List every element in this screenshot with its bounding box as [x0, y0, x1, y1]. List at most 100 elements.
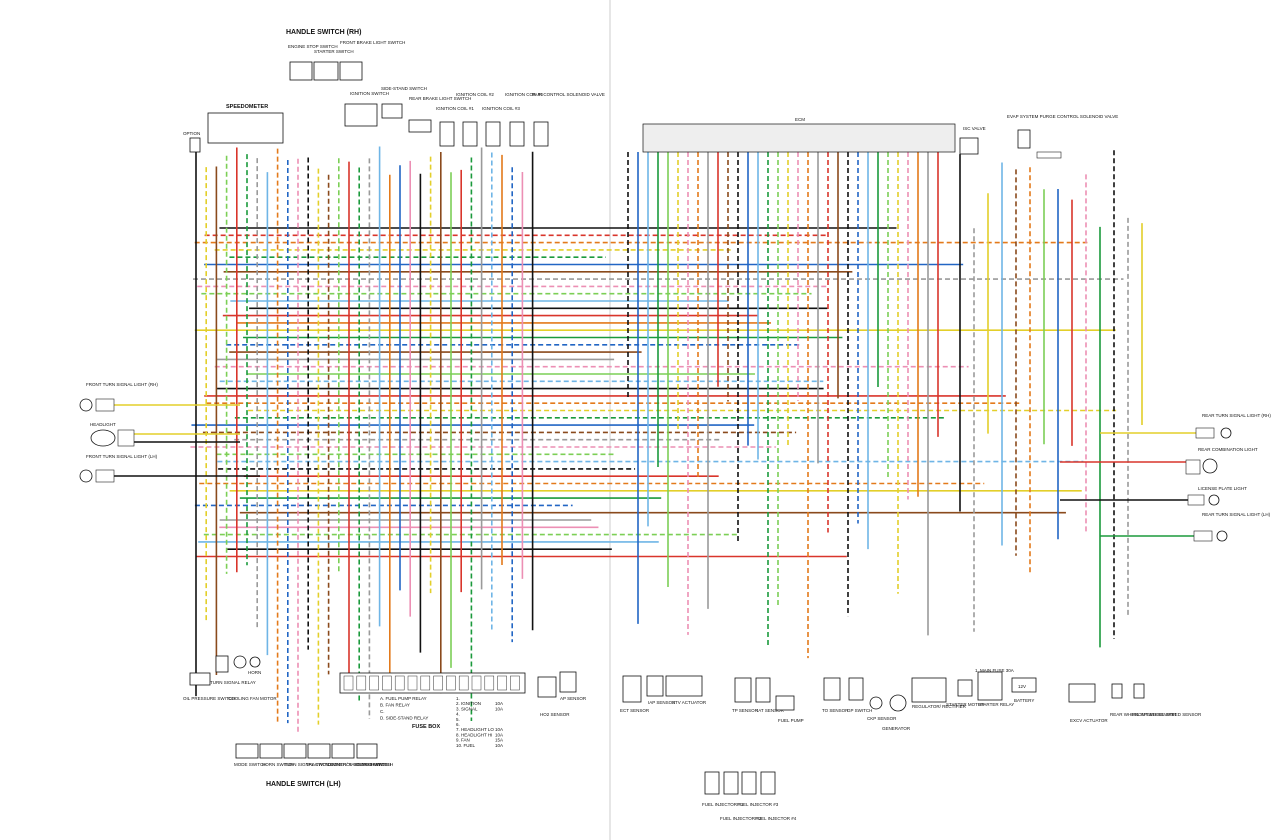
starter-motor-label: STARTER MOTOR	[946, 702, 985, 707]
ap-sensor-label: AP SENSOR	[560, 696, 587, 701]
fuse-list-item: 5.	[456, 717, 460, 722]
ignition-switch-box	[344, 103, 378, 127]
fuel-pump-box	[775, 695, 795, 711]
fuse-list-item: 4.	[456, 712, 460, 717]
tp-sensor-label: TP SENSOR	[732, 708, 759, 713]
fuel-injector-1-box	[704, 771, 720, 795]
fuse-cell	[394, 675, 405, 691]
starter-switch-box	[313, 61, 339, 81]
front-brake-light-switch-label: FRONT BRAKE LIGHT SWITCH	[340, 40, 405, 45]
rear-brake-light-switch-box	[408, 119, 432, 133]
tp-sensor-box	[734, 677, 752, 703]
rear-turn-rh-lamp	[1220, 427, 1232, 439]
oil-pressure-switch-label: OIL PRESSURE SWITCH	[183, 696, 235, 701]
fuse-box-block	[339, 672, 526, 694]
dimmer-passing-switch-box	[331, 743, 355, 759]
license-plate-lamp	[1208, 494, 1220, 506]
battery-label: BATTERY	[1014, 698, 1034, 703]
front-wheel-speed-sensor-box	[1133, 683, 1145, 699]
engine-stop-switch-label: ENGINE STOP SWITCH	[288, 44, 338, 49]
fuse-cell	[433, 675, 443, 691]
rear-turn-lh-connector	[1193, 530, 1213, 542]
headlight-lamp	[90, 429, 116, 447]
fuse-list-item: 8. HEADLIGHT HI	[456, 732, 492, 737]
fuse-box-label: FUSE BOX	[412, 724, 440, 730]
turn-signal-relay-box	[215, 655, 229, 673]
speedometer-label: SPEEDOMETER	[226, 104, 268, 110]
iap-sensor-box	[646, 675, 664, 697]
fuse-cell	[510, 675, 520, 691]
pair-valve-box	[533, 121, 549, 147]
gp-switch-label: GP SWITCH	[847, 708, 872, 713]
exhaust-actuator-box	[1068, 683, 1096, 703]
handle-switch-rh-title: HANDLE SWITCH (RH)	[286, 29, 361, 36]
battery-voltage: 12V	[1018, 684, 1026, 689]
front-brake-light-switch-box	[339, 61, 363, 81]
front-turn-rh-lamp	[79, 398, 93, 412]
fuse-list-item: 3. SIGNAL	[456, 706, 478, 711]
rear-combination-light-lamp	[1202, 458, 1218, 474]
fuse-cell	[369, 675, 379, 691]
fuse-list-item: 7. HEADLIGHT LO	[456, 727, 494, 732]
front-turn-lh-label: FRONT TURN SIGNAL LIGHT (LH)	[86, 454, 158, 459]
fuse-list-item: 9. FAN	[456, 738, 470, 743]
fuse-rating: 10A	[495, 706, 503, 711]
fuse-cell	[420, 675, 431, 691]
evap-label: EVAP SYSTEM PURGE CONTROL SOLENOID VALVE	[1007, 114, 1118, 119]
isc-valve-label: ISC VALVE	[963, 126, 986, 131]
ckp-sensor-label: CKP SENSOR	[867, 716, 897, 721]
ignition-coil-1-label: IGNITION COIL #1	[436, 106, 474, 111]
evap-connector	[1036, 151, 1062, 159]
horn-label: HORN	[248, 670, 261, 675]
ignition-coil-3-label: IGNITION COIL #3	[482, 106, 520, 111]
headlight-connector	[117, 429, 135, 447]
horn-switch-box	[259, 743, 283, 759]
license-plate-light-label: LICENSE PLATE LIGHT	[1198, 486, 1247, 491]
fuel-pump-label: FUEL PUMP	[778, 718, 804, 723]
fuse-cell	[343, 675, 354, 691]
ignition-coil-4-label: IGNITION COIL #4	[505, 92, 543, 97]
clutch-switch-label: CLUTCH SWITCH	[356, 762, 393, 767]
fuse-rating: 15A	[495, 738, 503, 743]
rear-wheel-speed-sensor-box	[1111, 683, 1123, 699]
gp-switch-box	[848, 677, 864, 701]
generator-symbol	[889, 694, 907, 712]
ecm-label: ECM	[795, 117, 805, 122]
fuse-cell	[497, 675, 507, 691]
starter-switch-label: STARTER SWITCH	[314, 49, 354, 54]
fuel-injector-4-box	[760, 771, 776, 795]
fuse-cell	[382, 675, 392, 691]
iap-sensor-label: IAP SENSOR	[648, 700, 676, 705]
starter-relay-label: STARTER RELAY	[978, 702, 1014, 707]
fuse-rating: 10A	[495, 701, 503, 706]
cooling-fan-motor-label: COOLING FAN MOTOR	[228, 696, 277, 701]
starter-motor-box	[957, 679, 973, 697]
generator-label: GENERATOR	[882, 726, 911, 731]
front-turn-rh-label: FRONT TURN SIGNAL LIGHT (RH)	[86, 382, 158, 387]
rear-combination-light-label: REAR COMBINATION LIGHT	[1198, 447, 1258, 452]
rear-wheel-speed-sensor-label: REAR WHEEL SPEED SENSOR	[1110, 712, 1177, 717]
rear-combination-connector	[1185, 459, 1201, 475]
to-sensor-label: TO SENSOR	[822, 708, 849, 713]
relay-list-item: C.	[380, 709, 385, 714]
mode-switch-label: MODE SWITCH	[234, 762, 267, 767]
fuse-cell	[407, 675, 418, 691]
fuse-list-item: 6.	[456, 722, 460, 727]
rear-turn-rh-connector	[1195, 427, 1215, 439]
speedometer-box	[207, 112, 284, 144]
front-wheel-speed-sensor-label: FRONT WHEEL SPEED SENSOR	[1132, 712, 1202, 717]
horn-symbol	[249, 656, 261, 668]
ignition-coil-3-box	[485, 121, 501, 147]
turn-signal-relay-label: TURN SIGNAL RELAY	[210, 680, 256, 685]
fuse-rating: 10A	[495, 727, 503, 732]
rear-turn-lh-label: REAR TURN SIGNAL LIGHT (LH)	[1202, 512, 1271, 517]
front-turn-rh-connector	[95, 398, 115, 412]
main-fuse-label: 1. MAIN FUSE 30A	[975, 668, 1014, 673]
handle-switch-lh-title: HANDLE SWITCH (LH)	[266, 781, 341, 788]
iat-sensor-label: IAT SENSOR	[757, 708, 785, 713]
ect-sensor-label: ECT SENSOR	[620, 708, 650, 713]
side-stand-switch-box	[381, 103, 403, 119]
turn-signal-switch-label: TURN SIGNAL SWITCH	[284, 762, 333, 767]
ignition-coil-1-box	[439, 121, 455, 147]
